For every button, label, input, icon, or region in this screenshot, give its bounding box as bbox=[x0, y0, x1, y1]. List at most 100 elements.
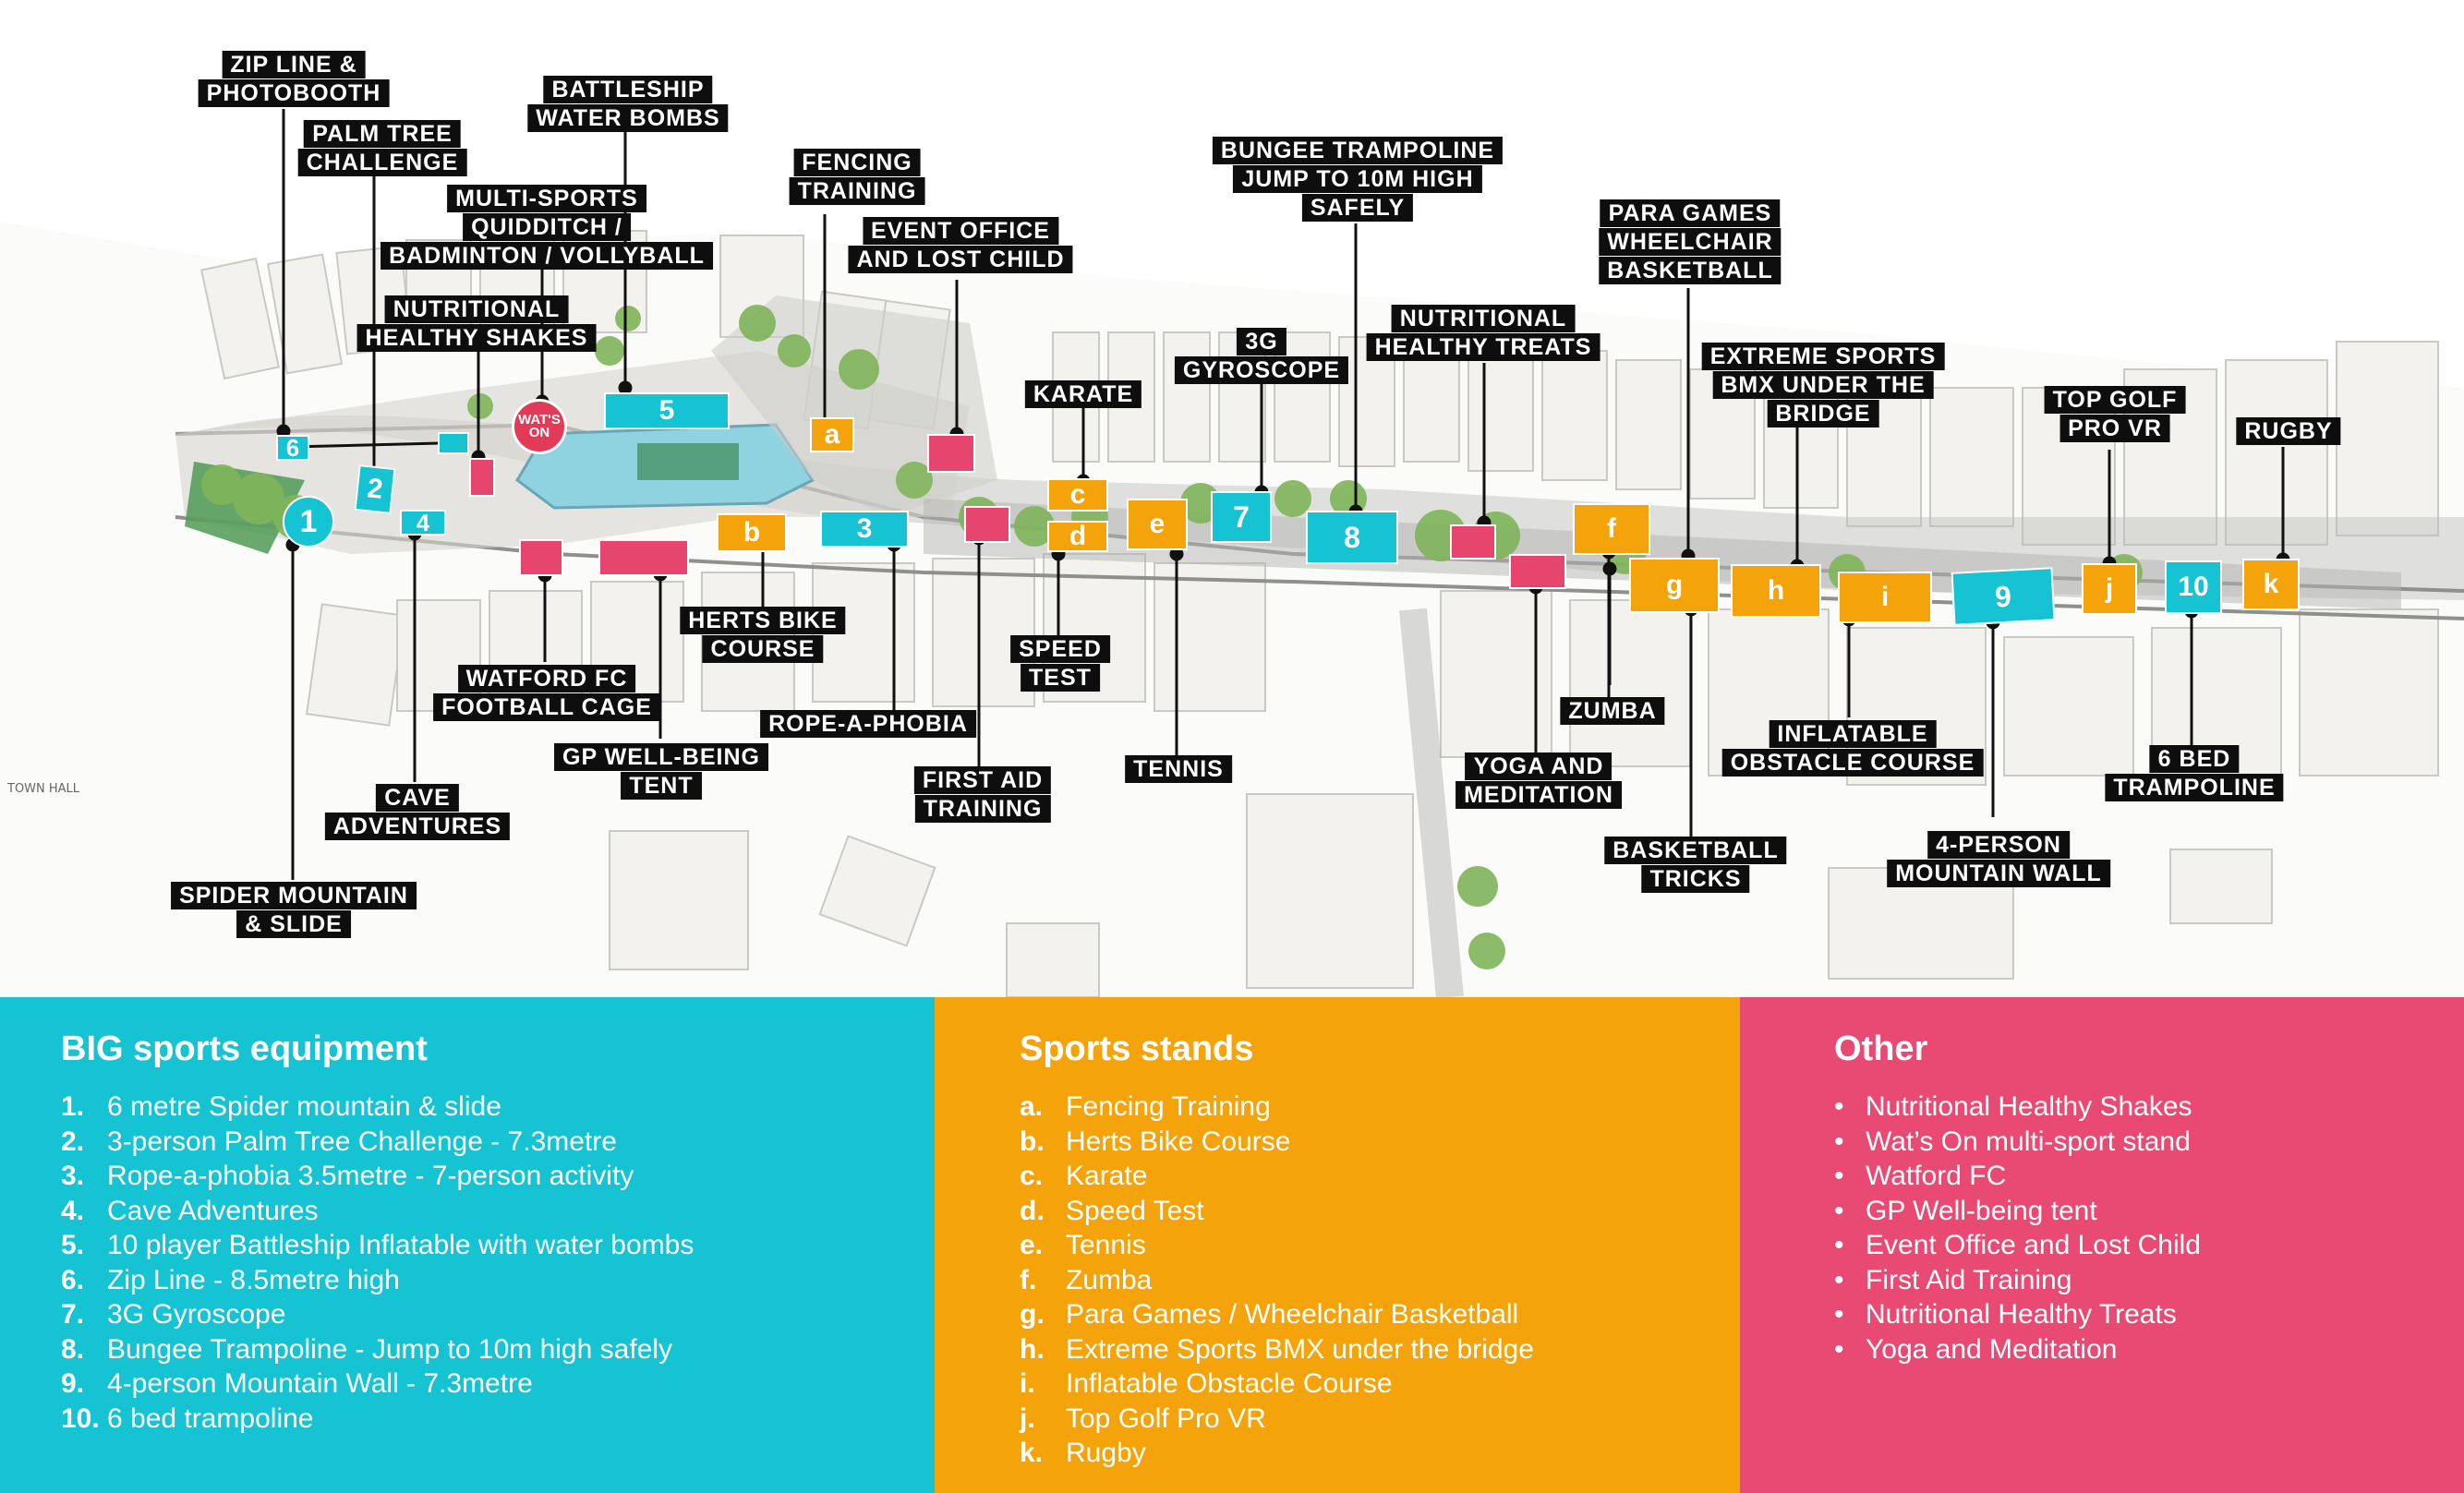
item-letter: k. bbox=[1020, 1438, 1044, 1468]
bullet-icon: • bbox=[1834, 1333, 1844, 1365]
label-text: BADMINTON / VOLLYBALL bbox=[380, 242, 713, 270]
item-text: 10 player Battleship Inflatable with wat… bbox=[107, 1230, 695, 1260]
label-text: & SLIDE bbox=[236, 910, 351, 938]
marker-9[interactable]: 9 bbox=[1951, 567, 2056, 626]
label-text: WATER BOMBS bbox=[527, 104, 729, 132]
marker-d[interactable]: d bbox=[1047, 521, 1108, 552]
label-text: PRO VR bbox=[2059, 415, 2170, 442]
marker-j[interactable]: j bbox=[2082, 563, 2137, 615]
marker-10[interactable]: 10 bbox=[2165, 560, 2222, 614]
marker-k[interactable]: k bbox=[2242, 559, 2300, 610]
marker-6[interactable]: 6 bbox=[276, 434, 309, 462]
list-item: 2.3-person Palm Tree Challenge - 7.3metr… bbox=[61, 1125, 935, 1160]
label-text: PARA GAMES bbox=[1600, 199, 1781, 227]
label-text: BMX UNDER THE bbox=[1712, 371, 1934, 399]
site-map: TOWN HALL bbox=[6, 51, 2464, 997]
list-item: 1.6 metre Spider mountain & slide bbox=[61, 1090, 935, 1125]
label-text: SAFELY bbox=[1301, 194, 1414, 222]
item-letter: d. bbox=[1020, 1195, 1045, 1226]
label-text: SPIDER MOUNTAIN bbox=[171, 882, 417, 909]
marker-1[interactable]: 1 bbox=[283, 496, 334, 548]
label-text: ZUMBA bbox=[1560, 697, 1665, 725]
item-text: 3G Gyroscope bbox=[107, 1299, 286, 1330]
bullet-icon: • bbox=[1834, 1161, 1844, 1191]
marker-8[interactable]: 8 bbox=[1306, 511, 1398, 564]
item-text: Watford FC bbox=[1866, 1161, 2007, 1191]
item-letter: h. bbox=[1020, 1333, 1045, 1365]
label-text: FOOTBALL CAGE bbox=[433, 693, 660, 721]
bullet-icon: • bbox=[1834, 1126, 1844, 1157]
list-item: 7.3G Gyroscope bbox=[61, 1297, 935, 1332]
item-text: Top Golf Pro VR bbox=[1066, 1403, 1266, 1434]
item-number: 5. bbox=[61, 1230, 85, 1260]
marker-a[interactable]: a bbox=[810, 417, 854, 452]
legend-other-title: Other bbox=[1834, 1029, 1928, 1068]
item-text: Nutritional Healthy Shakes bbox=[1866, 1091, 2192, 1122]
item-text: Rugby bbox=[1066, 1438, 1146, 1468]
label-text: INFLATABLE bbox=[1769, 720, 1937, 748]
label-text: TRAINING bbox=[914, 795, 1051, 823]
list-item: b. Herts Bike Course bbox=[1020, 1125, 1740, 1160]
label-text: TENT bbox=[621, 772, 702, 800]
item-letter: b. bbox=[1020, 1126, 1045, 1157]
item-text: Inflatable Obstacle Course bbox=[1066, 1368, 1393, 1399]
list-item: e.Tennis bbox=[1020, 1228, 1740, 1263]
marker-treats[interactable] bbox=[1450, 524, 1496, 560]
marker-first-aid[interactable] bbox=[964, 506, 1010, 543]
item-text: Yoga and Meditation bbox=[1866, 1333, 2118, 1365]
marker-gp-tent[interactable] bbox=[598, 539, 689, 576]
marker-5[interactable]: 5 bbox=[604, 392, 730, 429]
list-item: h.Extreme Sports BMX under the bridge bbox=[1020, 1332, 1740, 1367]
marker-3[interactable]: 3 bbox=[820, 511, 909, 548]
label-text: ROPE-A-PHOBIA bbox=[760, 710, 976, 738]
map-base-drawing: TOWN HALL bbox=[6, 230, 2464, 997]
marker-f[interactable]: f bbox=[1573, 503, 1650, 555]
label-text: EVENT OFFICE bbox=[863, 217, 1058, 245]
list-item: 8.Bungee Trampoline - Jump to 10m high s… bbox=[61, 1332, 935, 1367]
marker-4[interactable]: 4 bbox=[400, 509, 446, 536]
list-item: k. Rugby bbox=[1020, 1436, 1740, 1471]
marker-6-end[interactable] bbox=[438, 432, 469, 454]
marker-watford-fc[interactable] bbox=[519, 539, 563, 576]
marker-h[interactable]: h bbox=[1731, 564, 1821, 618]
bullet-icon: • bbox=[1834, 1230, 1844, 1260]
marker-yoga[interactable] bbox=[1509, 554, 1566, 589]
marker-i[interactable]: i bbox=[1838, 572, 1932, 623]
label-text: RUGBY bbox=[2236, 417, 2341, 445]
item-text: Nutritional Healthy Treats bbox=[1866, 1299, 2177, 1330]
label-text: EXTREME SPORTS bbox=[1701, 343, 1945, 370]
item-letter: j. bbox=[1020, 1403, 1035, 1434]
list-item: •First Aid Training bbox=[1834, 1263, 2464, 1298]
label-text: BASKETBALL bbox=[1599, 257, 1782, 284]
marker-g[interactable]: g bbox=[1629, 558, 1720, 613]
list-item: •GP Well-being tent bbox=[1834, 1194, 2464, 1229]
item-text: Herts Bike Course bbox=[1066, 1126, 1291, 1157]
item-number: 1. bbox=[61, 1091, 85, 1122]
list-item: f.Zumba bbox=[1020, 1263, 1740, 1298]
label-rope: ROPE-A-PHOBIA bbox=[760, 710, 976, 739]
marker-e[interactable]: e bbox=[1127, 499, 1188, 550]
item-letter: c. bbox=[1020, 1161, 1044, 1191]
label-rugby: RUGBY bbox=[2236, 417, 2341, 446]
label-text: HEALTHY TREATS bbox=[1366, 333, 1600, 361]
wats-on-logo[interactable]: WAT'S ON bbox=[512, 399, 567, 454]
marker-event-office[interactable] bbox=[927, 434, 975, 473]
marker-7[interactable]: 7 bbox=[1211, 491, 1272, 543]
list-item: •Nutritional Healthy Treats bbox=[1834, 1297, 2464, 1332]
item-number: 8. bbox=[61, 1333, 85, 1365]
item-text: Wat’s On multi-sport stand bbox=[1866, 1126, 2191, 1157]
item-text: Para Games / Wheelchair Basketball bbox=[1066, 1299, 1519, 1330]
marker-b[interactable]: b bbox=[717, 513, 787, 552]
marker-shakes[interactable] bbox=[469, 458, 495, 497]
marker-2[interactable]: 2 bbox=[354, 464, 396, 514]
marker-c[interactable]: c bbox=[1047, 478, 1108, 512]
label-text: CHALLENGE bbox=[297, 149, 467, 176]
list-item: •Event Office and Lost Child bbox=[1834, 1228, 2464, 1263]
item-text: 6 bed trampoline bbox=[107, 1403, 314, 1434]
label-text: MEDITATION bbox=[1455, 781, 1622, 809]
label-text: TEST bbox=[1021, 664, 1100, 692]
